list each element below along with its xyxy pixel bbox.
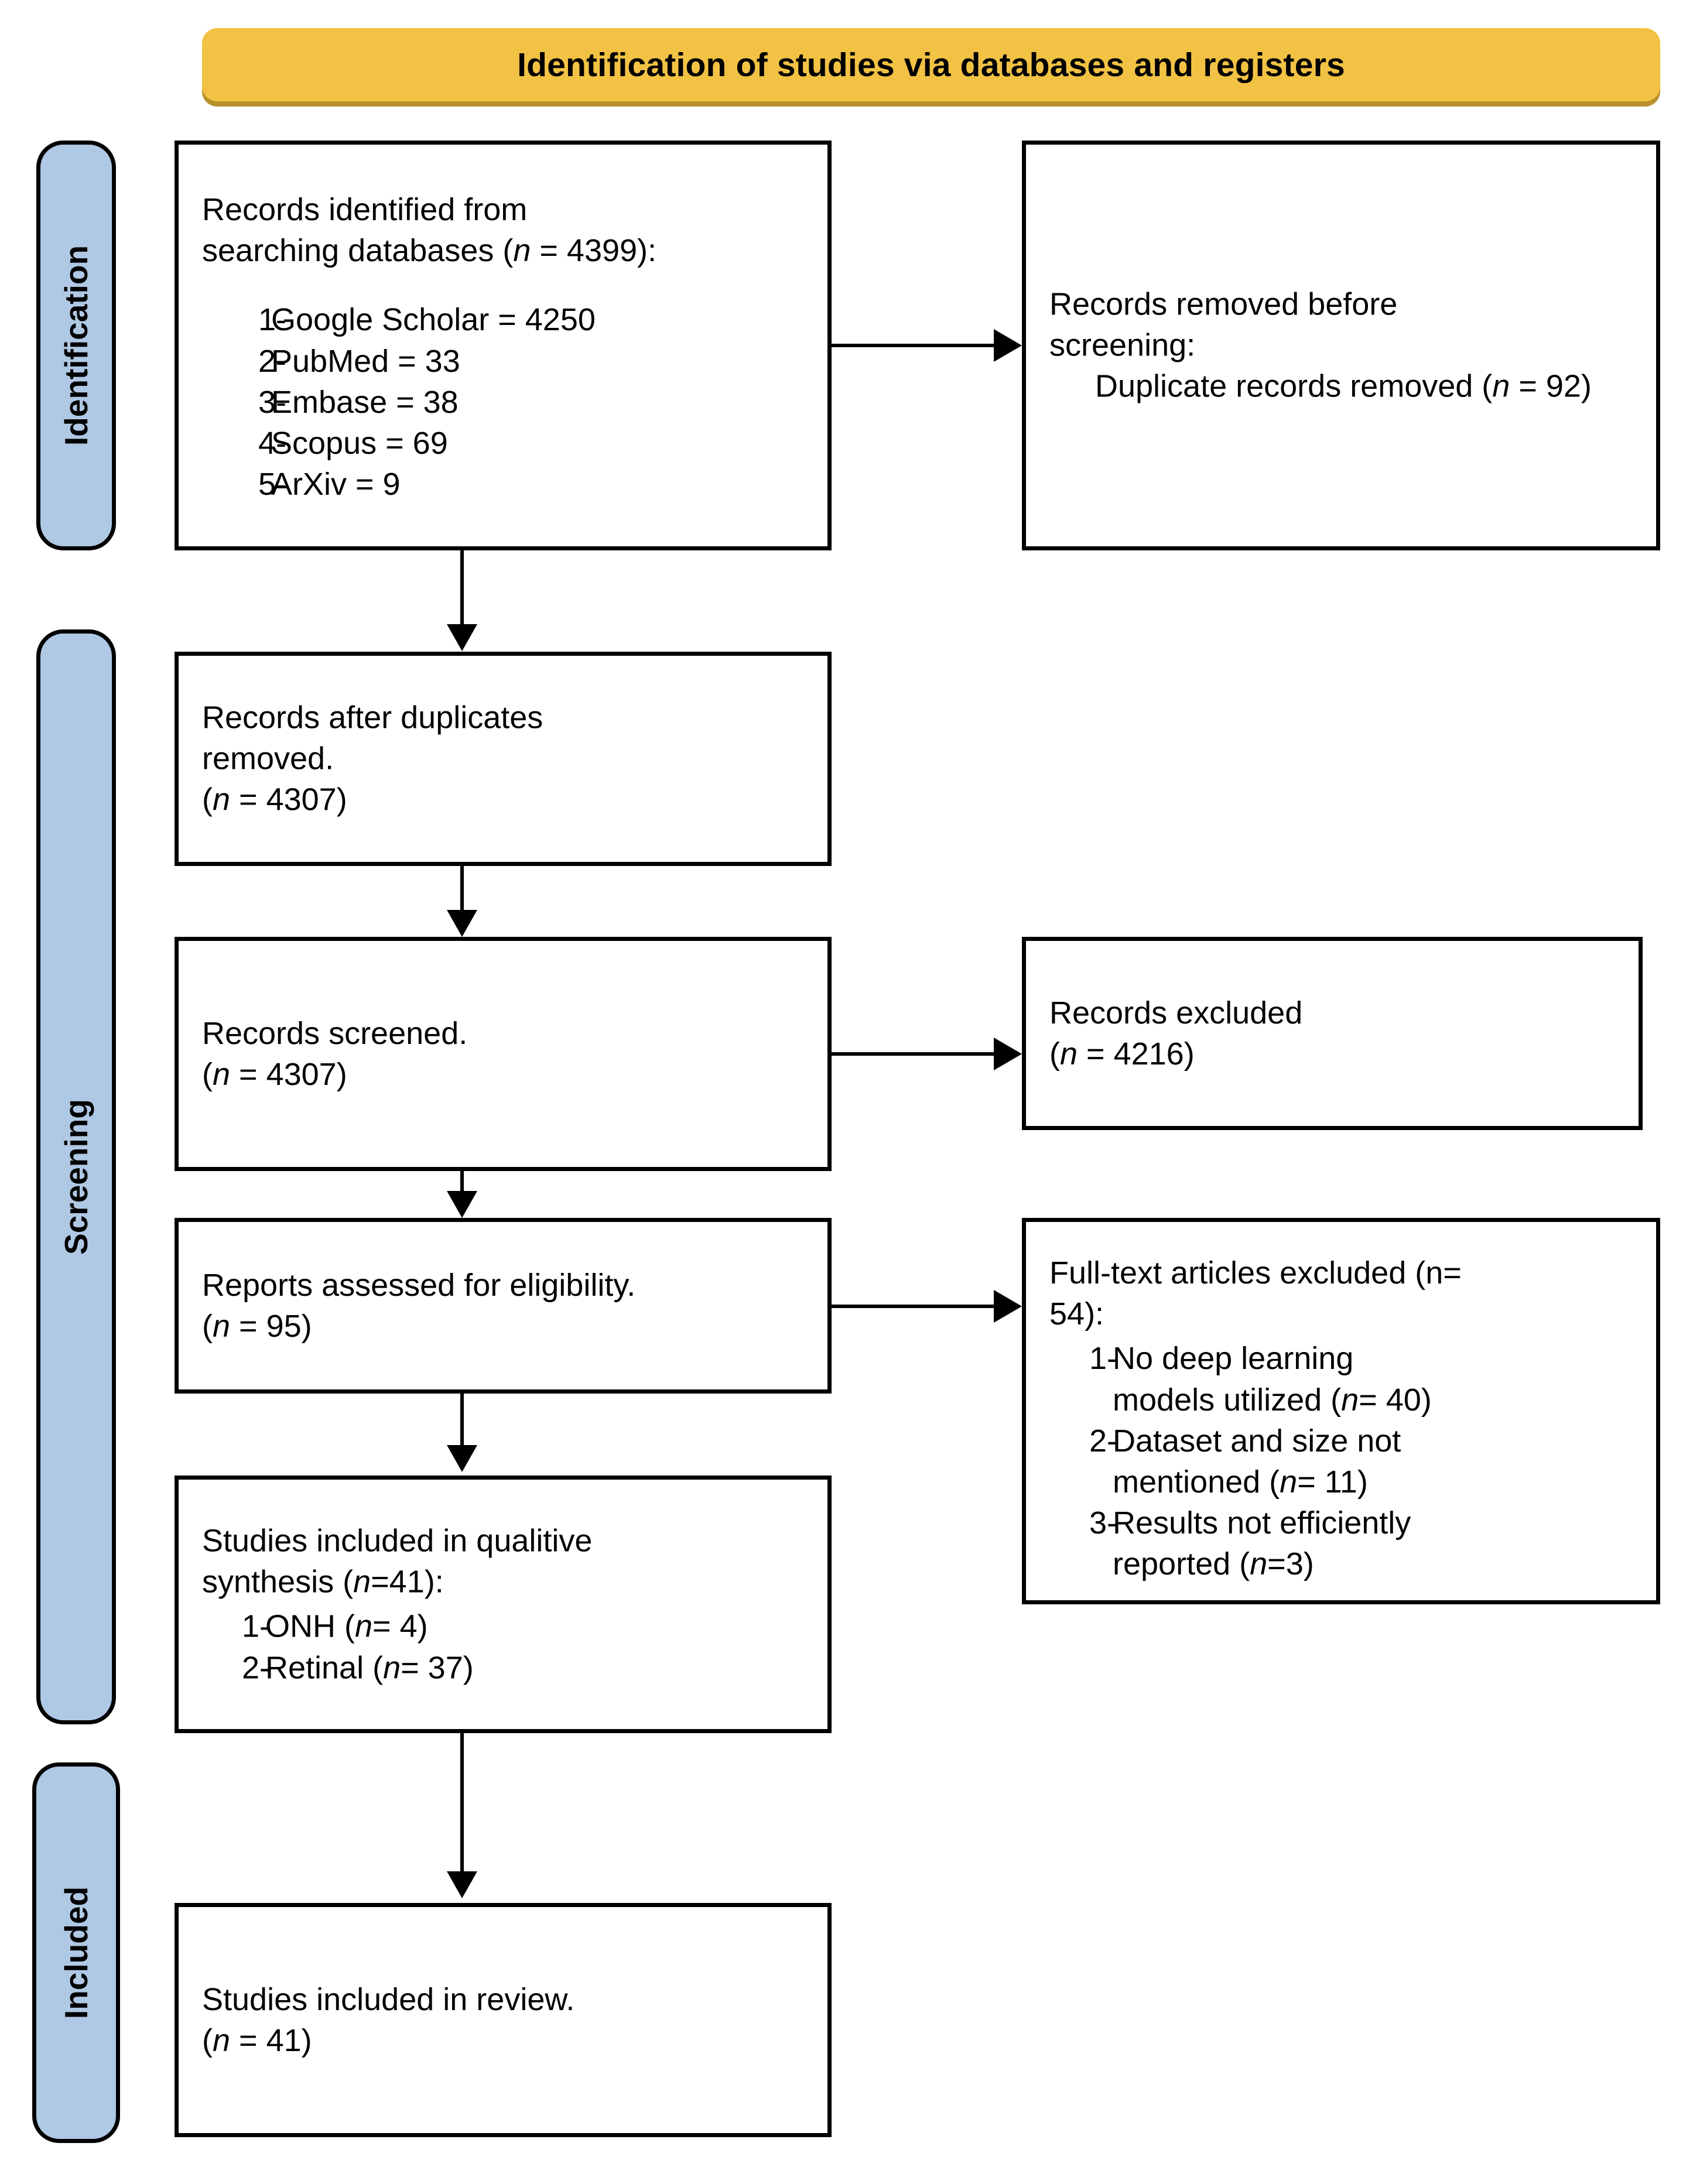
records-removed-line2: screening: [1049, 327, 1196, 363]
connector-eligibility-to-qualitative [460, 1394, 464, 1447]
records-screened-count: (n = 4307) [202, 1057, 347, 1092]
list-item: 4- Scopus = 69 [202, 423, 813, 464]
list-item: 1- ONH (n= 4) [202, 1606, 813, 1647]
list-item-number: 3- [258, 384, 287, 420]
arrowhead-right [994, 1290, 1022, 1323]
after-dupes-line2: removed. [202, 741, 334, 776]
stage-label-identification: Identification [58, 245, 94, 446]
after-dupes-line1: Records after duplicates [202, 700, 543, 735]
box-records-screened: Records screened. (n = 4307) [175, 937, 832, 1171]
records-screened-line1: Records screened. [202, 1015, 468, 1051]
header-banner: Identification of studies via databases … [202, 28, 1660, 101]
list-item-text: Scopus = 69 [271, 425, 448, 461]
qualitative-line1: Studies included in qualitive [202, 1523, 593, 1559]
banner-title: Identification of studies via databases … [517, 46, 1345, 84]
connector-identified-to-after-dupes [460, 550, 464, 627]
eligibility-count: (n = 95) [202, 1309, 312, 1344]
list-item-number: 2- [1089, 1423, 1118, 1459]
stage-label-included: Included [58, 1886, 94, 2019]
list-item-number: 4- [258, 425, 287, 461]
connector-qualitative-to-review [460, 1733, 464, 1874]
stage-rail-included: Included [32, 1762, 120, 2143]
review-line1: Studies included in review. [202, 1981, 575, 2017]
records-identified-line2: searching databases (n = 4399): [202, 233, 657, 269]
records-excluded-count: (n = 4216) [1049, 1036, 1195, 1072]
arrowhead-down [447, 624, 477, 651]
list-item: 5- ArXiv = 9 [202, 464, 813, 505]
box-qualitative-synthesis: Studies included in qualitive synthesis … [175, 1476, 832, 1733]
list-item: 2- PubMed = 33 [202, 341, 813, 382]
stage-rail-screening: Screening [36, 629, 116, 1724]
box-records-excluded: Records excluded (n = 4216) [1022, 937, 1643, 1130]
list-item: 3- Embase = 38 [202, 382, 813, 423]
list-item: 1- Google Scholar = 4250 [202, 299, 813, 340]
list-item-number: 5- [258, 467, 287, 502]
box-records-identified: Records identified from searching databa… [175, 141, 832, 550]
stage-label-screening: Screening [58, 1099, 94, 1255]
arrowhead-down [447, 1445, 477, 1472]
after-dupes-count: (n = 4307) [202, 782, 347, 818]
list-item-number: 1- [242, 1609, 271, 1644]
list-item-text: Retinal (n= 37) [265, 1650, 474, 1686]
records-removed-line1: Records removed before [1049, 286, 1398, 322]
stage-rail-identification: Identification [36, 141, 116, 550]
list-item-number: 2- [258, 343, 287, 379]
fulltext-excluded-line2: 54): [1049, 1296, 1104, 1332]
box-studies-included-review: Studies included in review. (n = 41) [175, 1903, 832, 2137]
list-item-text: ArXiv = 9 [271, 467, 401, 502]
list-item-text: Embase = 38 [271, 384, 459, 420]
connector-after-dupes-to-screened [460, 866, 464, 912]
records-identified-line1: Records identified from [202, 192, 528, 227]
database-list: 1- Google Scholar = 4250 2- PubMed = 33 … [202, 299, 813, 505]
eligibility-line1: Reports assessed for eligibility. [202, 1267, 636, 1303]
arrowhead-right [994, 1038, 1022, 1070]
duplicate-records-removed: Duplicate records removed (n = 92) [1095, 369, 1592, 405]
arrowhead-down [447, 1191, 477, 1218]
fulltext-excluded-line1: Full-text articles excluded (n= [1049, 1255, 1462, 1290]
arrowhead-down [447, 1871, 477, 1898]
arrowhead-down [447, 910, 477, 937]
list-item: 2- Retinal (n= 37) [202, 1647, 813, 1688]
list-item-number: 1- [1089, 1341, 1118, 1377]
connector-eligibility-to-fulltext [832, 1305, 994, 1308]
list-item-number: 2- [242, 1650, 271, 1686]
connector-screened-to-eligibility [460, 1171, 464, 1193]
box-records-removed: Records removed before screening: Duplic… [1022, 141, 1660, 550]
list-item-text: ONH (n= 4) [265, 1609, 428, 1644]
review-count: (n = 41) [202, 2023, 312, 2058]
qualitative-categories: 1- ONH (n= 4) 2- Retinal (n= 37) [202, 1606, 813, 1688]
box-records-after-duplicates: Records after duplicates removed. (n = 4… [175, 652, 832, 866]
arrowhead-right [994, 329, 1022, 362]
box-fulltext-excluded: Full-text articles excluded (n= 54): 1- … [1022, 1218, 1660, 1604]
box-reports-assessed: Reports assessed for eligibility. (n = 9… [175, 1218, 832, 1394]
list-item-number: 3- [1089, 1505, 1118, 1541]
list-item-text: Google Scholar = 4250 [271, 302, 596, 338]
records-excluded-line1: Records excluded [1049, 995, 1303, 1031]
list-item-number: 1- [258, 302, 287, 338]
list-item-text: PubMed = 33 [271, 343, 460, 379]
qualitative-line2: synthesis (n=41): [202, 1564, 444, 1600]
connector-screened-to-excluded [832, 1052, 994, 1056]
connector-identified-to-removed [832, 344, 994, 347]
